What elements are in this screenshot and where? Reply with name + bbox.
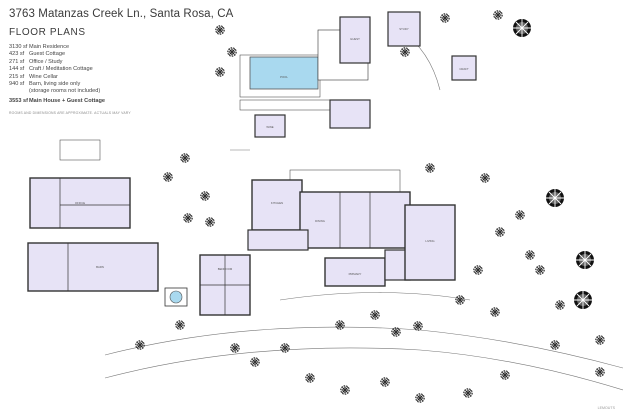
property-address: 3763 Matanzas Creek Ln., Santa Rosa, CA: [9, 8, 234, 20]
svg-text:BARN: BARN: [96, 265, 104, 269]
living-room: [404, 204, 456, 281]
legend-row: (storage rooms not included): [29, 88, 101, 95]
barn: [27, 242, 159, 292]
guest-cottage: [339, 16, 371, 64]
svg-text:GUEST: GUEST: [350, 37, 360, 41]
svg-text:KITCHEN: KITCHEN: [271, 201, 283, 205]
guest-cottage-compound: [239, 11, 477, 138]
svg-text:OFFICE: OFFICE: [75, 201, 85, 205]
copyright-mark: LEMOUTS: [597, 406, 615, 410]
room-labels: POOL GUEST STUDY CRAFT WINE OFFICE BARN …: [75, 27, 469, 276]
main-residence: [164, 169, 456, 316]
wine-cellar: [254, 114, 286, 138]
office-study: [29, 177, 131, 229]
meditation-cottage: [451, 55, 477, 81]
svg-text:LIVING: LIVING: [425, 239, 434, 243]
svg-text:PRIMARY: PRIMARY: [349, 272, 362, 276]
svg-text:POOL: POOL: [280, 75, 288, 79]
office-barn-plans: [27, 139, 159, 292]
hot-tub: [169, 290, 183, 304]
svg-text:DINING: DINING: [315, 219, 325, 223]
svg-text:WINE: WINE: [266, 125, 273, 129]
svg-text:STUDY: STUDY: [399, 27, 409, 31]
driveway-lines: [104, 29, 623, 391]
floor-plans-heading: FLOOR PLANS: [9, 27, 86, 38]
disclaimer-note: ROOMS AND DIMENSIONS ARE APPROXIMATE. AC…: [9, 111, 131, 116]
study-cottage: [387, 11, 421, 47]
pool: [249, 56, 319, 90]
svg-text:CRAFT: CRAFT: [459, 67, 469, 71]
svg-text:BEDROOM: BEDROOM: [218, 267, 233, 271]
